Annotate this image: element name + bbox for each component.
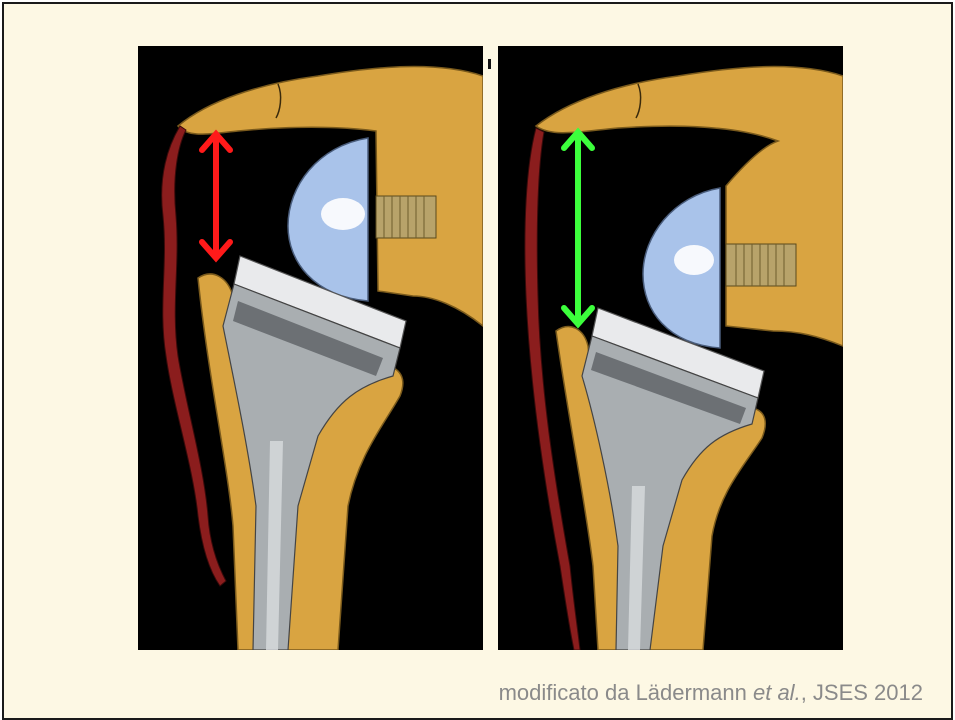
panel-divider-mark [488,59,491,69]
illustration-left [138,46,483,650]
double-headed-arrow-icon [202,134,230,258]
caption-prefix: modificato da Lädermann [499,680,753,705]
baseplate-screw [376,196,436,238]
double-headed-arrow-icon [564,132,592,324]
shoulder-prosthesis-illustration-left [138,46,483,650]
caption-italic: et al. [753,680,801,705]
caption-suffix: , JSES 2012 [801,680,923,705]
illustration-right [498,46,843,650]
citation-caption: modificato da Lädermann et al., JSES 201… [499,680,923,706]
shoulder-prosthesis-illustration-right [498,46,843,650]
